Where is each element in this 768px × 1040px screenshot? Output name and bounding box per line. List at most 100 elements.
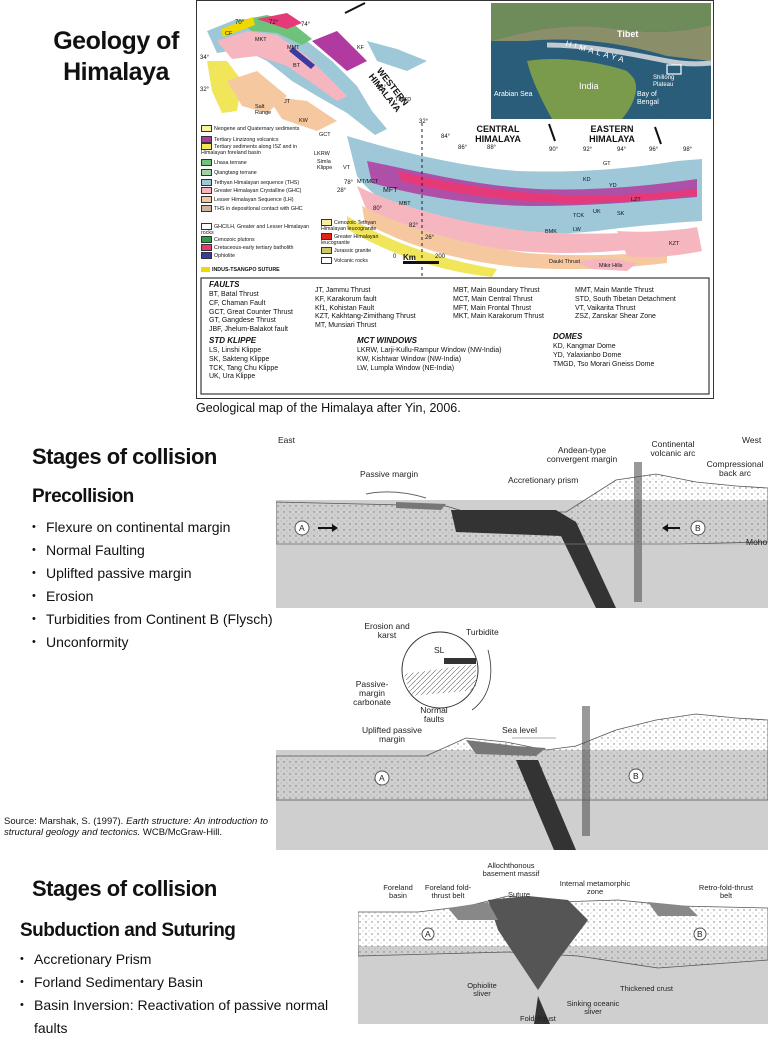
map-label: GCT [319,132,331,138]
lon-label: 98° [683,147,693,153]
map-label: BMK [545,229,557,235]
lat-label: 34° [377,85,387,91]
fault-item: MT, Munsiari Thrust [315,322,377,330]
diagram-label: Passive margin [360,469,419,479]
map-legend-left: Neogene and Quaternary sediments Tertiar… [201,125,321,275]
diagram-label: Foreland fold-thrust belt [424,883,472,900]
map-feature-labels: CF MKT MMT BT KF JT KZT Salt Range KW GC… [197,1,713,281]
fault-item: KF, Karakorum fault [315,295,377,303]
region-eastern-himalaya: EASTERN HIMALAYA [589,124,635,144]
bullet-item: Normal Faulting [32,539,272,562]
plate-b-label: B [633,771,639,781]
faults-col4: MMT, Main Mantle Thrust STD, South Tibet… [575,287,676,322]
diagram-east: East [278,435,296,445]
lon-label: 86° [458,145,468,151]
windows-title: MCT WINDOWS [357,336,417,345]
precollision-diagram-bottom: Erosion and karst Turbidite Passive-marg… [276,610,768,850]
faults-table: FAULTS BT, Batal Thrust CF, Chaman Fault… [207,280,707,393]
diagram-label: Accretionary prism [508,475,579,485]
lat-label: 28° [337,188,347,194]
plate-a-label: A [425,929,431,939]
lon-label: 80° [373,206,383,212]
map-label: SK [617,211,625,217]
diagram-label: Allochthonous basement massif [482,861,540,878]
faults-col2: JT, Jammu Thrust KF, Karakorum fault Kf1… [315,287,416,331]
faults-col3: MBT, Main Boundary Thrust MCT, Main Cent… [453,287,544,322]
map-label: LW [573,227,581,233]
plate-a-label: A [299,523,305,533]
diagram-west: West [742,435,762,445]
map-label: KD [583,177,591,183]
fault-item: KZT, Kakhtang-Zimithang Thrust [315,313,416,321]
diagram-label: Ophiolite sliver [467,981,497,998]
map-caption: Geological map of the Himalaya after Yin… [196,401,461,415]
faults-title: FAULTS [209,280,240,289]
geological-map-drawing [199,2,712,395]
legend-swatch [201,159,212,166]
legend-item: Cenozoic plutons [201,236,255,243]
scale-value: 200 [435,254,446,260]
scale-label: Km [403,253,416,262]
legend-item: Jurassic granite [321,247,371,254]
legend-item: Tethyan Himalayan sequence (THS) [201,179,299,186]
slide1-title-line2: Himalaya [63,58,169,86]
windows-list: LKRW, Larji-Kullu-Rampur Window (NW-Indi… [357,347,501,373]
map-label: TCK [573,213,584,219]
bullet-item: Forland Sedimentary Basin [20,971,350,994]
lon-label: 74° [301,22,311,28]
legend-swatch [321,257,332,264]
fault-item: VT, Vaikarita Thrust [575,304,636,312]
diagram-label: Sinking oceanic sliver [566,999,620,1016]
fault-item: GT, Gangdese Thrust [209,317,276,325]
legend-swatch [201,187,212,194]
klippe-item: UK, Ura Klippe [209,373,256,381]
fault-item: GCT, Great Counter Thrust [209,308,293,316]
lon-label: 72° [269,20,279,26]
slide2-title: Stages of collision [32,444,217,469]
window-item: KW, Kishtwar Window (NW-India) [357,355,462,363]
legend-swatch [201,143,212,150]
slide2-subtitle: Precollision [32,486,134,507]
lon-label: 94° [617,147,627,153]
klippe-item: SK, Sakteng Klippe [209,355,270,363]
map-label: JT [284,99,291,105]
lon-label: 82° [409,223,419,229]
inset-arabian-sea: Arabian Sea [494,91,533,98]
bullet-item: Unconformity [32,631,272,654]
diagram-label: Continental volcanic arc [650,439,696,458]
map-label: KF [357,45,365,51]
legend-item: THS in depositional contact with GHC [201,205,311,212]
fault-item: BT, Batal Thrust [209,291,259,298]
diagram-label: Internal metamorphic zone [559,879,631,896]
source-publisher: WCB/McGraw-Hill. [142,827,223,838]
diagram-label: Suture [508,890,531,899]
dome-item: KD, Kangmar Dome [553,343,616,350]
bullet-item: Turbidities from Continent B (Flysch) [32,608,272,631]
klippe-item: TCK, Tang Chu Klippe [209,364,279,372]
region-central-himalaya: CENTRAL HIMALAYA [475,124,521,144]
lon-label: 78° [344,180,354,186]
fault-item: CF, Chaman Fault [209,299,266,307]
slide3-bullets: Accretionary Prism Forland Sedimentary B… [20,948,350,1040]
diagram-label: Compressional back arc [706,459,764,478]
source-title: Earth structure: An introduction to stru… [4,816,268,838]
diagram-label: Foreland basin [383,883,413,900]
legend-swatch [201,169,212,176]
map-label: MT/MCT [357,179,379,185]
legend-swatch [201,252,212,259]
diagram-label: Thickened crust [620,984,673,993]
legend-item: Lhasa terrane [201,159,247,166]
slide1-title-line1: Geology of [53,27,179,55]
legend-item: Ophiolite [201,252,235,259]
legend-swatch [321,233,332,240]
map-label: Dauki Thrust [549,259,581,265]
fault-item: ZSZ, Zanskar Shear Zone [575,313,656,321]
inset-tibet: Tibet [617,29,639,39]
bullet-item: Erosion [32,585,272,608]
map-lon-labels: 70° 72° 74° 84° 86° 88° 90° 92° 94° 96° … [197,1,713,281]
domes-title: DOMES [553,332,583,341]
map-label: MBT [399,201,411,207]
fault-item: Kf1, Kohistan Fault [315,304,375,312]
klippe-list: LS, Linshi Klippe SK, Sakteng Klippe TCK… [209,347,278,382]
dome-item: YD, Yalaxianbo Dome [553,351,622,359]
